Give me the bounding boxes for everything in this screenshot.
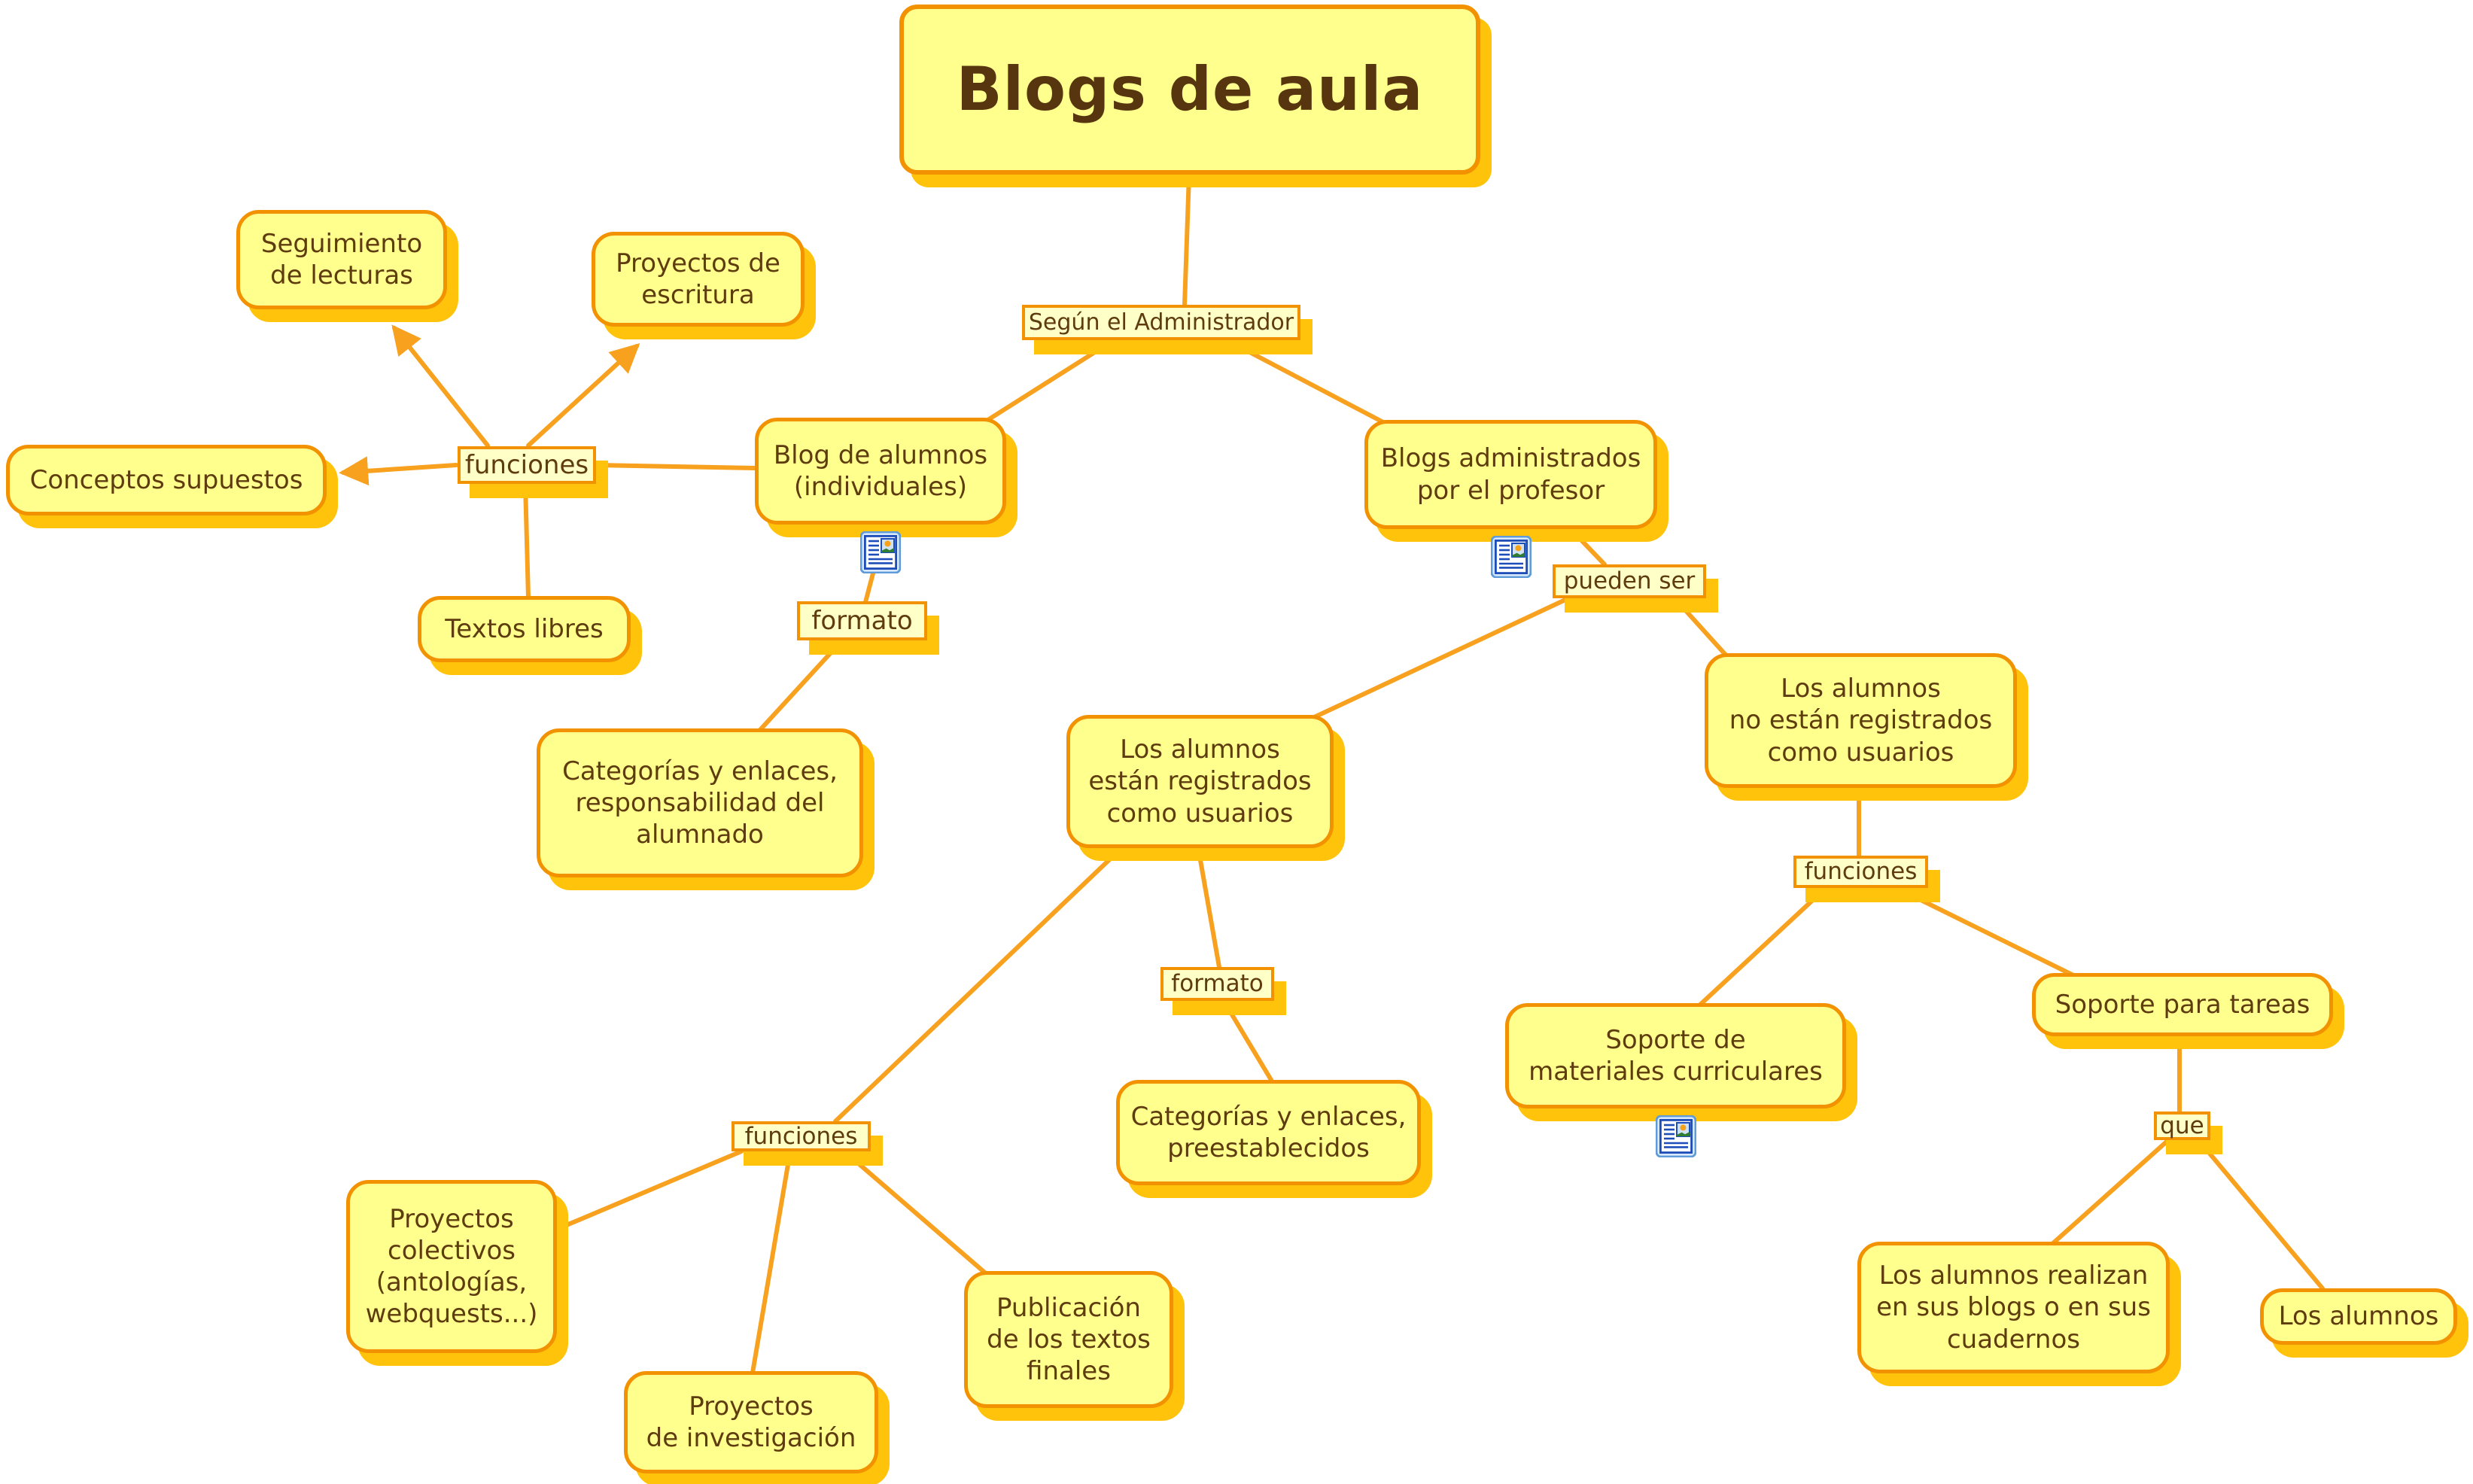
edge-funciones-textos-libres	[523, 482, 531, 600]
edge-funciones-conceptos	[339, 456, 458, 486]
edge-que-alumnos-realizan	[2051, 1139, 2170, 1245]
edge-registrados-formato	[1196, 845, 1221, 969]
concept-node-seguimiento-lecturas[interactable]: Seguimiento de lecturas	[236, 210, 447, 309]
concept-node-proyectos-escritura[interactable]: Proyectos de escritura	[592, 232, 805, 327]
edge-formato-categorias-resp	[756, 639, 844, 734]
concept-node-blog-alumnos[interactable]: Blog de alumnos (individuales)	[755, 418, 1006, 574]
concept-node-label: Blog de alumnos (individuales)	[773, 439, 988, 502]
edge-formato-categorias-pre	[1221, 999, 1276, 1086]
edge-registrados-funciones-inf	[833, 848, 1121, 1124]
concept-node-proyectos-colectivos[interactable]: Proyectos colectivos (antologías, webque…	[346, 1180, 557, 1353]
resource-icon[interactable]	[1655, 1084, 1696, 1158]
edge-que-los-alumnos	[2197, 1139, 2325, 1291]
edge-funciones-proyectos-investigacion	[750, 1149, 792, 1375]
edge-funciones-proyectos-escritura	[526, 343, 640, 448]
edge-funciones-publicacion	[842, 1149, 990, 1277]
edge-pueden-ser-no-registrados	[1673, 597, 1733, 663]
concept-node-soporte-materiales[interactable]: Soporte de materiales curriculares	[1505, 1003, 1846, 1158]
concept-node-categorias-responsabilidad[interactable]: Categorías y enlaces, responsabilidad de…	[537, 728, 863, 877]
link-label-funciones-left[interactable]: funciones	[458, 446, 596, 484]
concept-node-blogs-administrados[interactable]: Blogs administrados por el profesor	[1364, 420, 1657, 579]
concept-node-alumnos-no-registrados[interactable]: Los alumnos no están registrados como us…	[1705, 653, 2017, 788]
edge-root-segun	[1182, 172, 1191, 307]
link-label-pueden-ser[interactable]: pueden ser	[1553, 564, 1706, 598]
edge-segun-blogs-admin	[1224, 338, 1398, 431]
concept-node-label: Soporte de materiales curriculares	[1529, 1024, 1823, 1087]
concept-node-alumnos-registrados[interactable]: Los alumnos están registrados como usuar…	[1066, 715, 1334, 848]
concept-node-root[interactable]: Blogs de aula	[899, 5, 1480, 175]
concept-node-label: Blogs administrados por el profesor	[1380, 443, 1641, 506]
concept-node-soporte-tareas[interactable]: Soporte para tareas	[2032, 973, 2333, 1036]
link-label-formato-top[interactable]: formato	[797, 601, 927, 640]
concept-node-publicacion-textos[interactable]: Publicación de los textos finales	[964, 1271, 1173, 1408]
link-label-funciones-right[interactable]: funciones	[1793, 856, 1928, 888]
link-label-formato-mid[interactable]: formato	[1160, 967, 1274, 1001]
resource-icon[interactable]	[860, 500, 901, 574]
concept-node-proyectos-investigacion[interactable]: Proyectos de investigación	[624, 1371, 878, 1473]
edge-funciones-soporte-tareas	[1894, 886, 2077, 978]
edge-funciones-proyectos-colectivos	[561, 1149, 744, 1229]
edge-funciones-seguimiento	[391, 324, 490, 448]
resource-icon[interactable]	[1490, 504, 1532, 579]
link-label-segun-administrador[interactable]: Según el Administrador	[1022, 305, 1300, 340]
edge-blogs-admin-pueden-ser	[1569, 528, 1607, 567]
edge-pueden-ser-registrados	[1309, 597, 1569, 721]
concept-node-conceptos-supuestos[interactable]: Conceptos supuestos	[6, 445, 327, 515]
edge-blog-alumnos-funciones	[594, 463, 757, 470]
edge-segun-blog-alumnos	[976, 338, 1116, 428]
concept-node-categorias-preestablecidos[interactable]: Categorías y enlaces, preestablecidos	[1116, 1080, 1421, 1185]
concept-node-textos-libres[interactable]: Textos libres	[418, 596, 631, 662]
edge-funciones-soporte-materiales	[1697, 886, 1828, 1008]
concept-node-los-alumnos[interactable]: Los alumnos	[2260, 1288, 2457, 1345]
concept-node-alumnos-realizan[interactable]: Los alumnos realizan en sus blogs o en s…	[1857, 1242, 2170, 1373]
link-label-funciones-bottom[interactable]: funciones	[732, 1121, 871, 1151]
link-label-que[interactable]: que	[2154, 1111, 2210, 1140]
